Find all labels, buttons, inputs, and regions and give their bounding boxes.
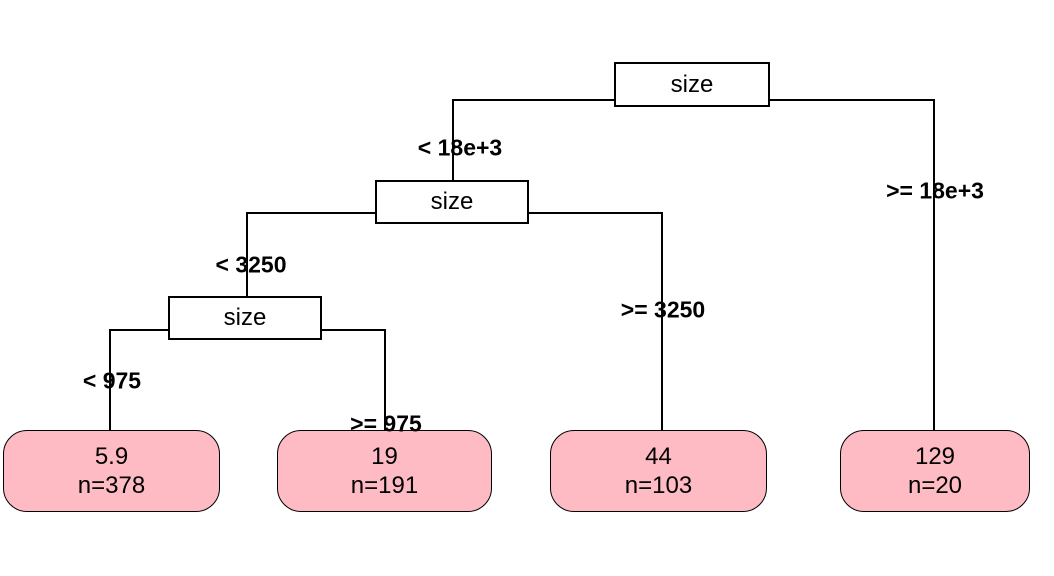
edge-level2-right [529, 212, 663, 430]
leaf-node[interactable]: 5.9 n=378 [3, 430, 220, 512]
split-node-root[interactable]: size [614, 62, 770, 107]
leaf-value: 19 [371, 442, 398, 470]
leaf-value: 129 [914, 442, 956, 470]
split-node-level2[interactable]: size [375, 180, 529, 224]
split-node-level3-label: size [223, 304, 267, 331]
edge-root-right [770, 99, 935, 430]
edge-label: < 3250 [215, 251, 287, 278]
leaf-node[interactable]: 19 n=191 [277, 430, 492, 512]
edge-label: >= 18e+3 [886, 177, 984, 204]
leaf-count: n=20 [907, 472, 963, 499]
edge-level3-left [109, 329, 168, 430]
leaf-value: 44 [645, 442, 672, 470]
split-node-level3[interactable]: size [168, 296, 322, 340]
split-node-root-label: size [670, 70, 714, 98]
leaf-node[interactable]: 44 n=103 [550, 430, 767, 512]
edge-label: < 975 [82, 367, 142, 394]
leaf-count: n=378 [77, 472, 146, 499]
leaf-count: n=191 [350, 472, 419, 499]
edge-root-left [452, 99, 614, 180]
leaf-node[interactable]: 129 n=20 [840, 430, 1030, 512]
leaf-value: 5.9 [94, 442, 129, 470]
split-node-level2-label: size [430, 188, 474, 215]
edge-label: < 18e+3 [417, 134, 503, 161]
edge-label: >= 3250 [620, 296, 706, 323]
edge-label: >= 975 [350, 410, 422, 437]
leaf-count: n=103 [624, 472, 693, 499]
edge-level3-right [322, 329, 386, 430]
edge-level2-left [246, 212, 375, 296]
